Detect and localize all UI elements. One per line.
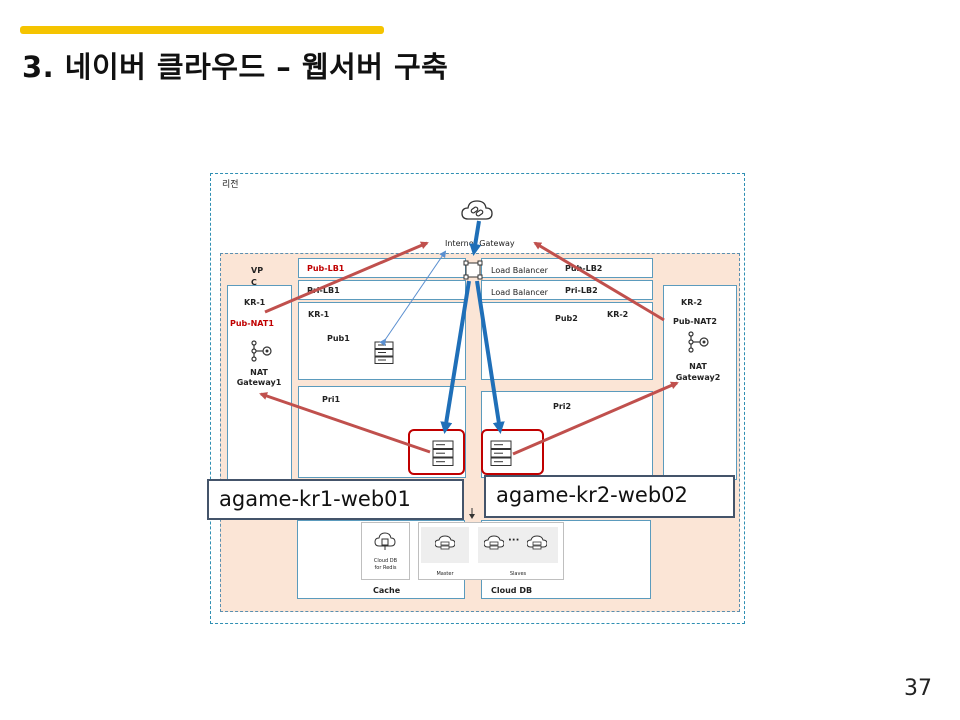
nat-gateway-icon bbox=[688, 331, 709, 353]
web01-callout: agame-kr1-web01 bbox=[207, 479, 464, 520]
cloud-db-label: Cloud DB bbox=[491, 586, 533, 595]
server-icon bbox=[490, 440, 512, 466]
redis-icon bbox=[374, 532, 396, 550]
load-balancer-pub-label: Load Balancer bbox=[491, 266, 548, 275]
nat-gateway2-line1: NAT bbox=[689, 362, 707, 371]
slaves-label: Slaves bbox=[509, 571, 527, 577]
nat-gateway1-line1: NAT bbox=[250, 368, 268, 377]
igw-to-lb-arrow bbox=[469, 220, 482, 256]
lb-to-web02-arrow bbox=[475, 280, 505, 434]
pub2-label: Pub2 bbox=[555, 314, 578, 323]
server-icon bbox=[432, 440, 454, 466]
web01-to-nat1-arrow bbox=[259, 392, 431, 454]
kr1-nat-zone bbox=[227, 285, 292, 480]
nat2-to-igw-arrow bbox=[533, 241, 665, 322]
web02-highlight bbox=[481, 429, 544, 475]
nat-gateway2-line2: Gateway2 bbox=[675, 373, 721, 382]
db-server-icon bbox=[435, 535, 455, 550]
redis-label-line1: Cloud DB bbox=[373, 558, 398, 564]
load-balancer-pri-label: Load Balancer bbox=[491, 288, 548, 297]
pri-lb1-label: Pri-LB1 bbox=[307, 286, 340, 295]
lb-to-web01-arrow bbox=[440, 280, 471, 434]
page-number: 37 bbox=[904, 676, 932, 701]
pri-lb2-subnet bbox=[481, 280, 653, 300]
web02-to-nat2-arrow bbox=[512, 381, 679, 456]
pub-nat1-label: Pub-NAT1 bbox=[230, 319, 274, 328]
pub-lb1-label: Pub-LB1 bbox=[307, 264, 345, 273]
db-server-icon bbox=[527, 535, 547, 550]
kr2-inner-label: KR-2 bbox=[607, 310, 629, 319]
web02-callout: agame-kr2-web02 bbox=[484, 475, 735, 518]
nat1-to-igw-arrow bbox=[264, 241, 429, 314]
kr2-zone-label: KR-2 bbox=[681, 298, 703, 307]
kr1-zone-label: KR-1 bbox=[244, 298, 266, 307]
web01-highlight bbox=[408, 429, 465, 475]
kr1-inner-label: KR-1 bbox=[308, 310, 330, 319]
pub2-subnet bbox=[481, 302, 653, 380]
slide-title: 3. 네이버 클라우드 – 웹서버 구축 bbox=[22, 50, 449, 84]
cloud-link-icon bbox=[461, 200, 493, 220]
pub1-label: Pub1 bbox=[327, 334, 350, 343]
slaves-ellipsis: ··· bbox=[508, 535, 520, 546]
cache-label: Cache bbox=[373, 586, 401, 595]
pub-lb2-label: Pub-LB2 bbox=[565, 264, 603, 273]
nat-gateway-icon bbox=[251, 340, 272, 362]
redis-box bbox=[361, 522, 410, 580]
load-balancer-node-icon bbox=[463, 260, 483, 280]
nat-gateway1-line2: Gateway1 bbox=[236, 378, 282, 387]
pub-nat2-label: Pub-NAT2 bbox=[673, 317, 717, 326]
vpc-label-line2: C bbox=[251, 278, 257, 287]
vpc-label-line1: VP bbox=[251, 266, 264, 275]
master-label: Master bbox=[436, 571, 454, 577]
pri1-label: Pri1 bbox=[322, 395, 341, 404]
pub-lb2-subnet bbox=[481, 258, 653, 278]
pri-lb2-label: Pri-LB2 bbox=[565, 286, 598, 295]
pub1-igw-link bbox=[379, 250, 447, 347]
region-label: 리전 bbox=[222, 180, 239, 190]
redis-label-line2: for Redis bbox=[374, 565, 397, 571]
pri2-label: Pri2 bbox=[553, 402, 572, 411]
title-accent-bar bbox=[20, 26, 384, 34]
